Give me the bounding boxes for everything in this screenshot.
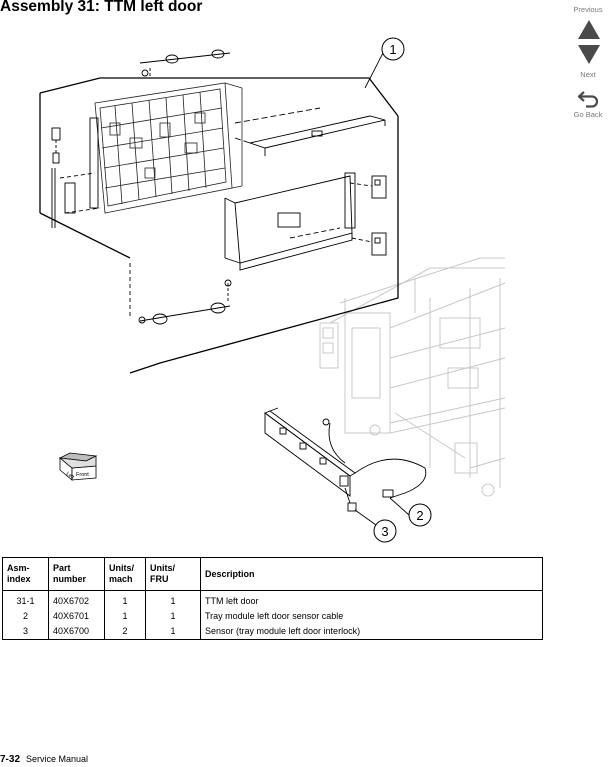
upper-rail <box>234 107 386 156</box>
callout-3: 3 <box>373 519 397 543</box>
orientation-left-label: Left <box>65 471 76 481</box>
exploded-parts-diagram: 1 2 3 Left Front <box>39 37 506 543</box>
bottom-shaft <box>129 263 232 325</box>
previous-arrow-icon[interactable] <box>578 20 600 39</box>
callout-2-label: 2 <box>416 508 423 523</box>
callout-3-label: 3 <box>381 524 388 539</box>
left-door-panel <box>94 82 243 214</box>
part-number-cell: 40X6700 <box>48 623 105 640</box>
callout-leaders <box>354 52 410 526</box>
orientation-front-label: Front <box>76 472 89 478</box>
sensor-bracket <box>264 407 427 512</box>
units-mach-cell: 2 <box>104 623 146 640</box>
units-fru-cell: 1 <box>145 623 201 640</box>
table-row: 3 40X6700 2 1 Sensor (tray module left d… <box>2 623 543 640</box>
go-back-icon[interactable] <box>578 88 600 108</box>
col-units-fru: Units/FRU <box>145 557 201 591</box>
units-mach-cell: 1 <box>104 608 146 623</box>
units-fru-cell: 1 <box>145 590 201 608</box>
callout-1-label: 1 <box>389 42 396 57</box>
inner-cover-panel <box>224 175 353 271</box>
callout-2: 2 <box>408 503 432 527</box>
part-number-cell: 40X6701 <box>48 608 105 623</box>
description-cell: Tray module left door sensor cable <box>200 608 543 623</box>
page-title: Assembly 31: TTM left door <box>0 0 203 15</box>
go-back-label[interactable]: Go Back <box>573 110 603 119</box>
next-label: Next <box>580 70 596 79</box>
top-shaft <box>139 49 231 77</box>
orientation-cube-icon: Left Front <box>58 452 98 481</box>
previous-next-arrows <box>578 20 600 64</box>
units-fru-cell: 1 <box>145 608 201 623</box>
asm-index-cell: 2 <box>2 608 49 623</box>
part-number-cell: 40X6702 <box>48 590 105 608</box>
background-machine-outline <box>319 257 506 497</box>
callout-1: 1 <box>381 37 405 61</box>
asm-index-cell: 3 <box>2 623 49 640</box>
asm-index-cell: 31-1 <box>2 590 49 608</box>
col-units-mach: Units/mach <box>104 557 146 591</box>
previous-label: Previous <box>573 5 603 14</box>
left-side-parts <box>51 117 101 228</box>
assembly-outline-box <box>39 77 399 374</box>
units-mach-cell: 1 <box>104 590 146 608</box>
table-row: 2 40X6701 1 1 Tray module left door sens… <box>2 608 543 623</box>
manual-name: Service Manual <box>26 754 89 764</box>
hinge-brackets <box>344 172 387 256</box>
col-asm-index: Asm-index <box>2 557 49 591</box>
col-description: Description <box>200 557 543 591</box>
description-cell: TTM left door <box>200 590 543 608</box>
table-row: 31-1 40X6702 1 1 TTM left door <box>2 590 543 608</box>
description-cell: Sensor (tray module left door interlock) <box>200 623 543 640</box>
next-arrow-icon[interactable] <box>578 45 600 64</box>
